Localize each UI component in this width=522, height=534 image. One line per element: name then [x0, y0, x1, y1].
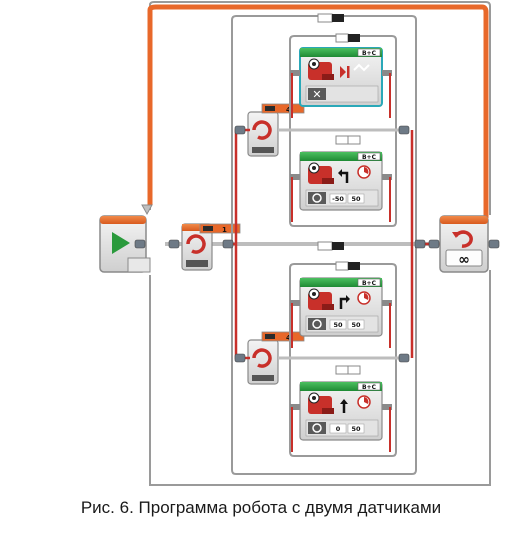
- loop-frame: [141, 0, 491, 486]
- rotation-mode-icon: [308, 422, 326, 434]
- motor-icon: [308, 58, 334, 80]
- param-value: 50: [333, 321, 343, 329]
- start-block[interactable]: [99, 215, 151, 273]
- switch-icon: [186, 234, 206, 254]
- motor-icon: [308, 162, 334, 184]
- motor-icon: [308, 288, 334, 310]
- direction-icon: [340, 66, 350, 78]
- timer-icon: [357, 395, 371, 409]
- loop-counter: ∞: [458, 252, 470, 268]
- outer-switch[interactable]: 1: [181, 223, 241, 271]
- stop-mode-icon: ✕: [308, 88, 326, 101]
- switch-icon: [252, 348, 272, 368]
- move-block-lower-false[interactable]: B+C 0 50: [290, 381, 392, 452]
- timer-icon: [357, 291, 371, 305]
- param-value: 50: [351, 195, 361, 203]
- param-value: 0: [336, 425, 341, 433]
- play-icon: [112, 232, 130, 254]
- ports-label: B+C: [362, 280, 377, 287]
- param-value: 50: [351, 425, 361, 433]
- upper-switch[interactable]: 4: [247, 35, 400, 227]
- sequence-plug: [398, 125, 410, 135]
- sequence-plug: [234, 353, 246, 363]
- direction-icon: [340, 399, 348, 413]
- move-block-lower-true[interactable]: B+C 50 50: [290, 277, 392, 348]
- lower-switch-case-tabs: [335, 261, 361, 375]
- rotation-mode-icon: [308, 192, 326, 204]
- figure-caption: Рис. 6. Программа робота с двумя датчика…: [80, 498, 442, 517]
- direction-icon: [339, 295, 350, 309]
- ports-label: B+C: [362, 154, 377, 161]
- svg-text:✕: ✕: [312, 88, 321, 101]
- move-block-upper-true[interactable]: B+C ✕: [290, 47, 392, 118]
- lower-switch[interactable]: 4: [247, 263, 400, 457]
- sequence-plug: [222, 239, 234, 249]
- sequence-plug: [134, 239, 146, 249]
- sequence-plug: [414, 239, 426, 249]
- brake-icon: [353, 63, 370, 72]
- move-block-upper-false[interactable]: B+C -50 50: [290, 151, 392, 222]
- switch-icon: [252, 120, 272, 140]
- param-value: -50: [332, 195, 344, 203]
- motor-icon: [308, 392, 334, 414]
- sequence-plug: [428, 239, 440, 249]
- connection-plugs: [134, 125, 500, 363]
- sequence-plug: [234, 125, 246, 135]
- upper-switch-port: 4: [286, 106, 291, 114]
- direction-icon: [338, 169, 349, 183]
- loop-end-block[interactable]: ∞: [439, 215, 489, 273]
- outer-switch-port: 1: [222, 226, 227, 234]
- lower-switch-port: 4: [286, 334, 291, 342]
- sequence-plug: [398, 353, 410, 363]
- rotation-mode-icon: [308, 318, 326, 330]
- ports-label: B+C: [362, 384, 377, 391]
- upper-switch-case-tabs: [335, 33, 361, 145]
- sequence-plug: [168, 239, 180, 249]
- ports-label: B+C: [362, 50, 377, 57]
- param-value: 50: [351, 321, 361, 329]
- loop-arrow-icon: [141, 204, 153, 216]
- sequence-plug: [488, 239, 500, 249]
- timer-icon: [357, 165, 371, 179]
- outer-switch-branches: [231, 13, 417, 475]
